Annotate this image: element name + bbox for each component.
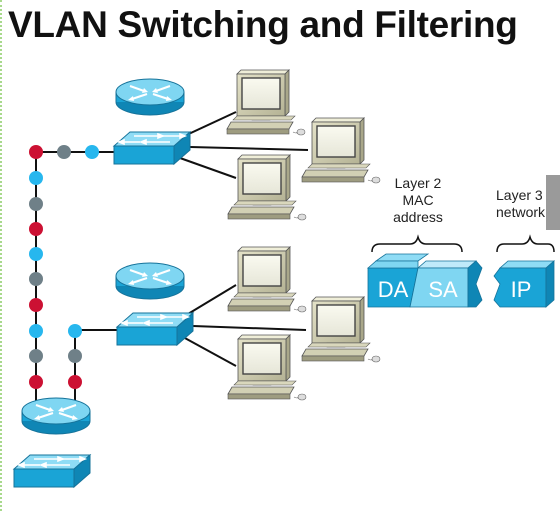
frame-ip-segment: [493, 260, 556, 308]
access-links: [179, 111, 309, 367]
layer3-text: Layer 3: [496, 187, 543, 203]
frame-ip-label: IP: [511, 277, 532, 302]
network-text: network: [496, 204, 546, 220]
brace-icon: [371, 234, 555, 253]
layer2-label: Layer 2 MAC address: [388, 175, 448, 226]
frame-sa-segment: [409, 260, 483, 308]
layer2-text: Layer 2: [394, 175, 442, 191]
scroll-tab[interactable]: [546, 175, 560, 230]
frame-da-label: DA: [378, 277, 409, 302]
trunk-links: [35, 151, 118, 405]
vlan-trunk-dots: [29, 145, 99, 389]
router-icon: [115, 262, 185, 300]
address-text: address: [393, 209, 443, 225]
layer3-label: Layer 3 network: [496, 187, 560, 221]
page-title: VLAN Switching and Filtering: [8, 4, 518, 45]
pc-icon: [301, 117, 381, 184]
frame-sa-label: SA: [428, 277, 458, 302]
switch-icon: [116, 312, 194, 346]
router-icon: [21, 397, 91, 435]
mac-text: MAC: [402, 192, 434, 208]
page-border: [0, 0, 4, 511]
switch-icon: [13, 454, 91, 488]
pc-icon: [226, 69, 306, 136]
pc-icon: [227, 246, 307, 313]
pc-icon: [227, 154, 307, 221]
switch-icon: [113, 131, 191, 165]
pc-icon: [227, 334, 307, 401]
router-icon: [115, 78, 185, 116]
